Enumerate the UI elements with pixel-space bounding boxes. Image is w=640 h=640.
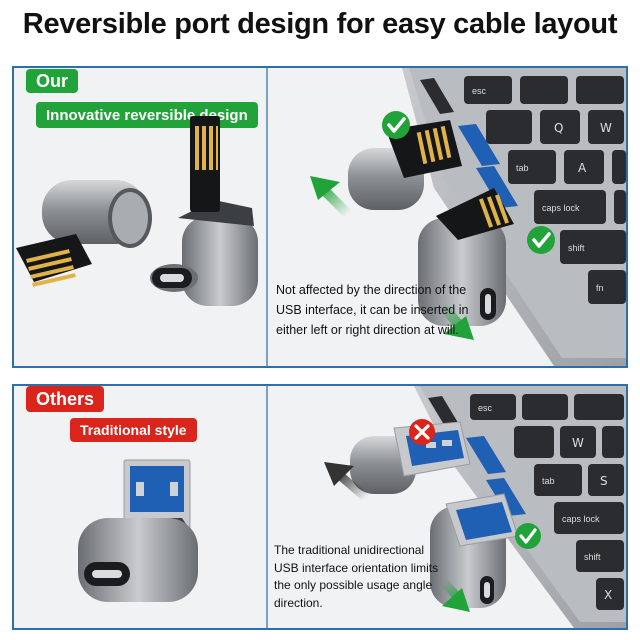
key-shift: shift [584, 552, 601, 562]
key-tab: tab [516, 163, 529, 173]
laptop: esc Q W tab A caps lock shift fn [402, 68, 626, 366]
reversible-adapter [150, 116, 258, 306]
reversible-adapter [418, 188, 514, 326]
traditional-adapter [78, 459, 198, 602]
check-icon [515, 523, 541, 549]
our-panel: Our Innovative reversible design [12, 66, 628, 368]
our-subtitle: Innovative reversible design [36, 102, 258, 128]
key-q: Q [554, 121, 563, 135]
others-note: The traditional unidirectional USB inter… [274, 543, 439, 610]
key-esc: esc [478, 403, 493, 413]
key-caps: caps lock [562, 514, 600, 524]
usb-port-blue [486, 478, 526, 516]
our-illustration: esc Q W tab A caps lock shift fn [16, 68, 626, 366]
usb-port-blue [466, 436, 506, 474]
keyboard-keys: esc W tab S caps lock shift X [470, 394, 624, 610]
hdmi-port [420, 78, 454, 114]
panel-divider [266, 386, 268, 628]
check-icon [527, 226, 555, 254]
arrow-icon [324, 462, 371, 503]
cross-icon [409, 419, 435, 445]
usb-port-blue [476, 166, 518, 208]
reversible-adapter [16, 180, 152, 287]
traditional-adapter [430, 493, 519, 608]
arrow-icon [437, 301, 474, 340]
hdmi-port [428, 396, 460, 428]
others-badge: Others [26, 386, 105, 412]
key-a: A [578, 161, 587, 175]
usb-port-blue [458, 124, 500, 166]
key-caps: caps lock [542, 203, 580, 213]
key-w: W [600, 121, 612, 135]
key-x: X [604, 588, 612, 602]
keyboard-keys: esc Q W tab A caps lock shift fn [464, 76, 626, 304]
check-icon [382, 111, 410, 139]
key-shift: shift [568, 243, 585, 253]
key-esc: esc [472, 86, 487, 96]
our-note: Not affected by the direction of the USB… [276, 283, 469, 337]
panel-divider [266, 68, 268, 366]
others-subtitle: Traditional style [70, 418, 197, 442]
others-panel: Others Traditional style [12, 384, 628, 630]
arrow-icon [310, 176, 353, 219]
our-badge: Our [26, 69, 79, 93]
laptop: esc W tab S caps lock shift X [414, 386, 626, 628]
page-title: Reversible port design for easy cable la… [22, 8, 618, 40]
key-tab: tab [542, 476, 555, 486]
others-illustration: esc W tab S caps lock shift X [78, 386, 626, 628]
arrow-icon [439, 577, 470, 612]
key-w: W [572, 436, 584, 450]
key-fn: fn [596, 283, 604, 293]
key-s: S [600, 474, 608, 488]
